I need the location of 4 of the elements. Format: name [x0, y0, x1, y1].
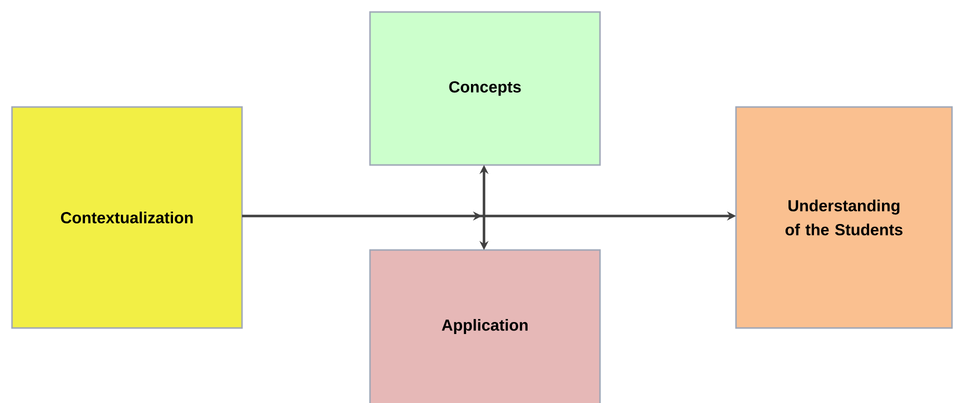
process-box: Concepts [369, 11, 601, 166]
process-box: Contextualization [11, 106, 243, 329]
process-box: Understanding of the Students [735, 106, 953, 329]
process-box: Application [369, 249, 601, 403]
